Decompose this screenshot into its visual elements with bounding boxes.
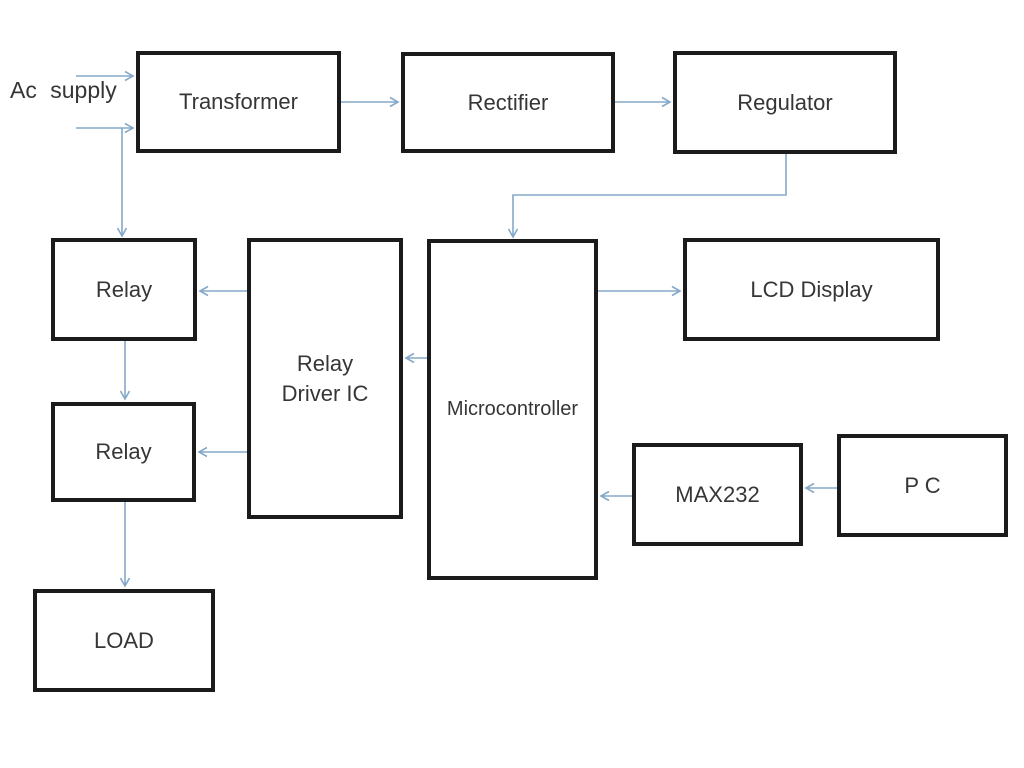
block-max232: MAX232 [632,443,803,546]
ac-supply-label: Ac supply [10,77,117,103]
block-label-multiline: Relay Driver IC [282,349,369,408]
block-rectifier: Rectifier [401,52,615,153]
block-label: LOAD [94,627,154,653]
block-label: MAX232 [675,481,760,507]
block-label: Transformer [179,89,298,115]
block-label: Regulator [737,89,833,115]
block-lcd-display: LCD Display [683,238,940,341]
block-label-line1: Relay [296,350,354,376]
block-label-line2: Driver IC [281,380,369,406]
block-label: Microcontroller [446,398,579,420]
block-pc: P C [837,434,1008,537]
block-relay-driver-ic: Relay Driver IC [247,238,403,519]
block-label: P C [904,472,941,498]
block-microcontroller: Microcontroller [427,239,598,580]
block-transformer: Transformer [136,51,341,153]
block-regulator: Regulator [673,51,897,154]
arrow-regulator-microcontroller [507,154,787,239]
block-load: LOAD [33,589,215,692]
block-relay-top: Relay [51,238,197,341]
block-label: Relay [95,276,153,302]
block-label: Relay [95,439,152,465]
block-relay-bottom: Relay [51,402,196,502]
block-label: LCD Display [750,276,873,302]
block-label: Rectifier [467,89,549,115]
